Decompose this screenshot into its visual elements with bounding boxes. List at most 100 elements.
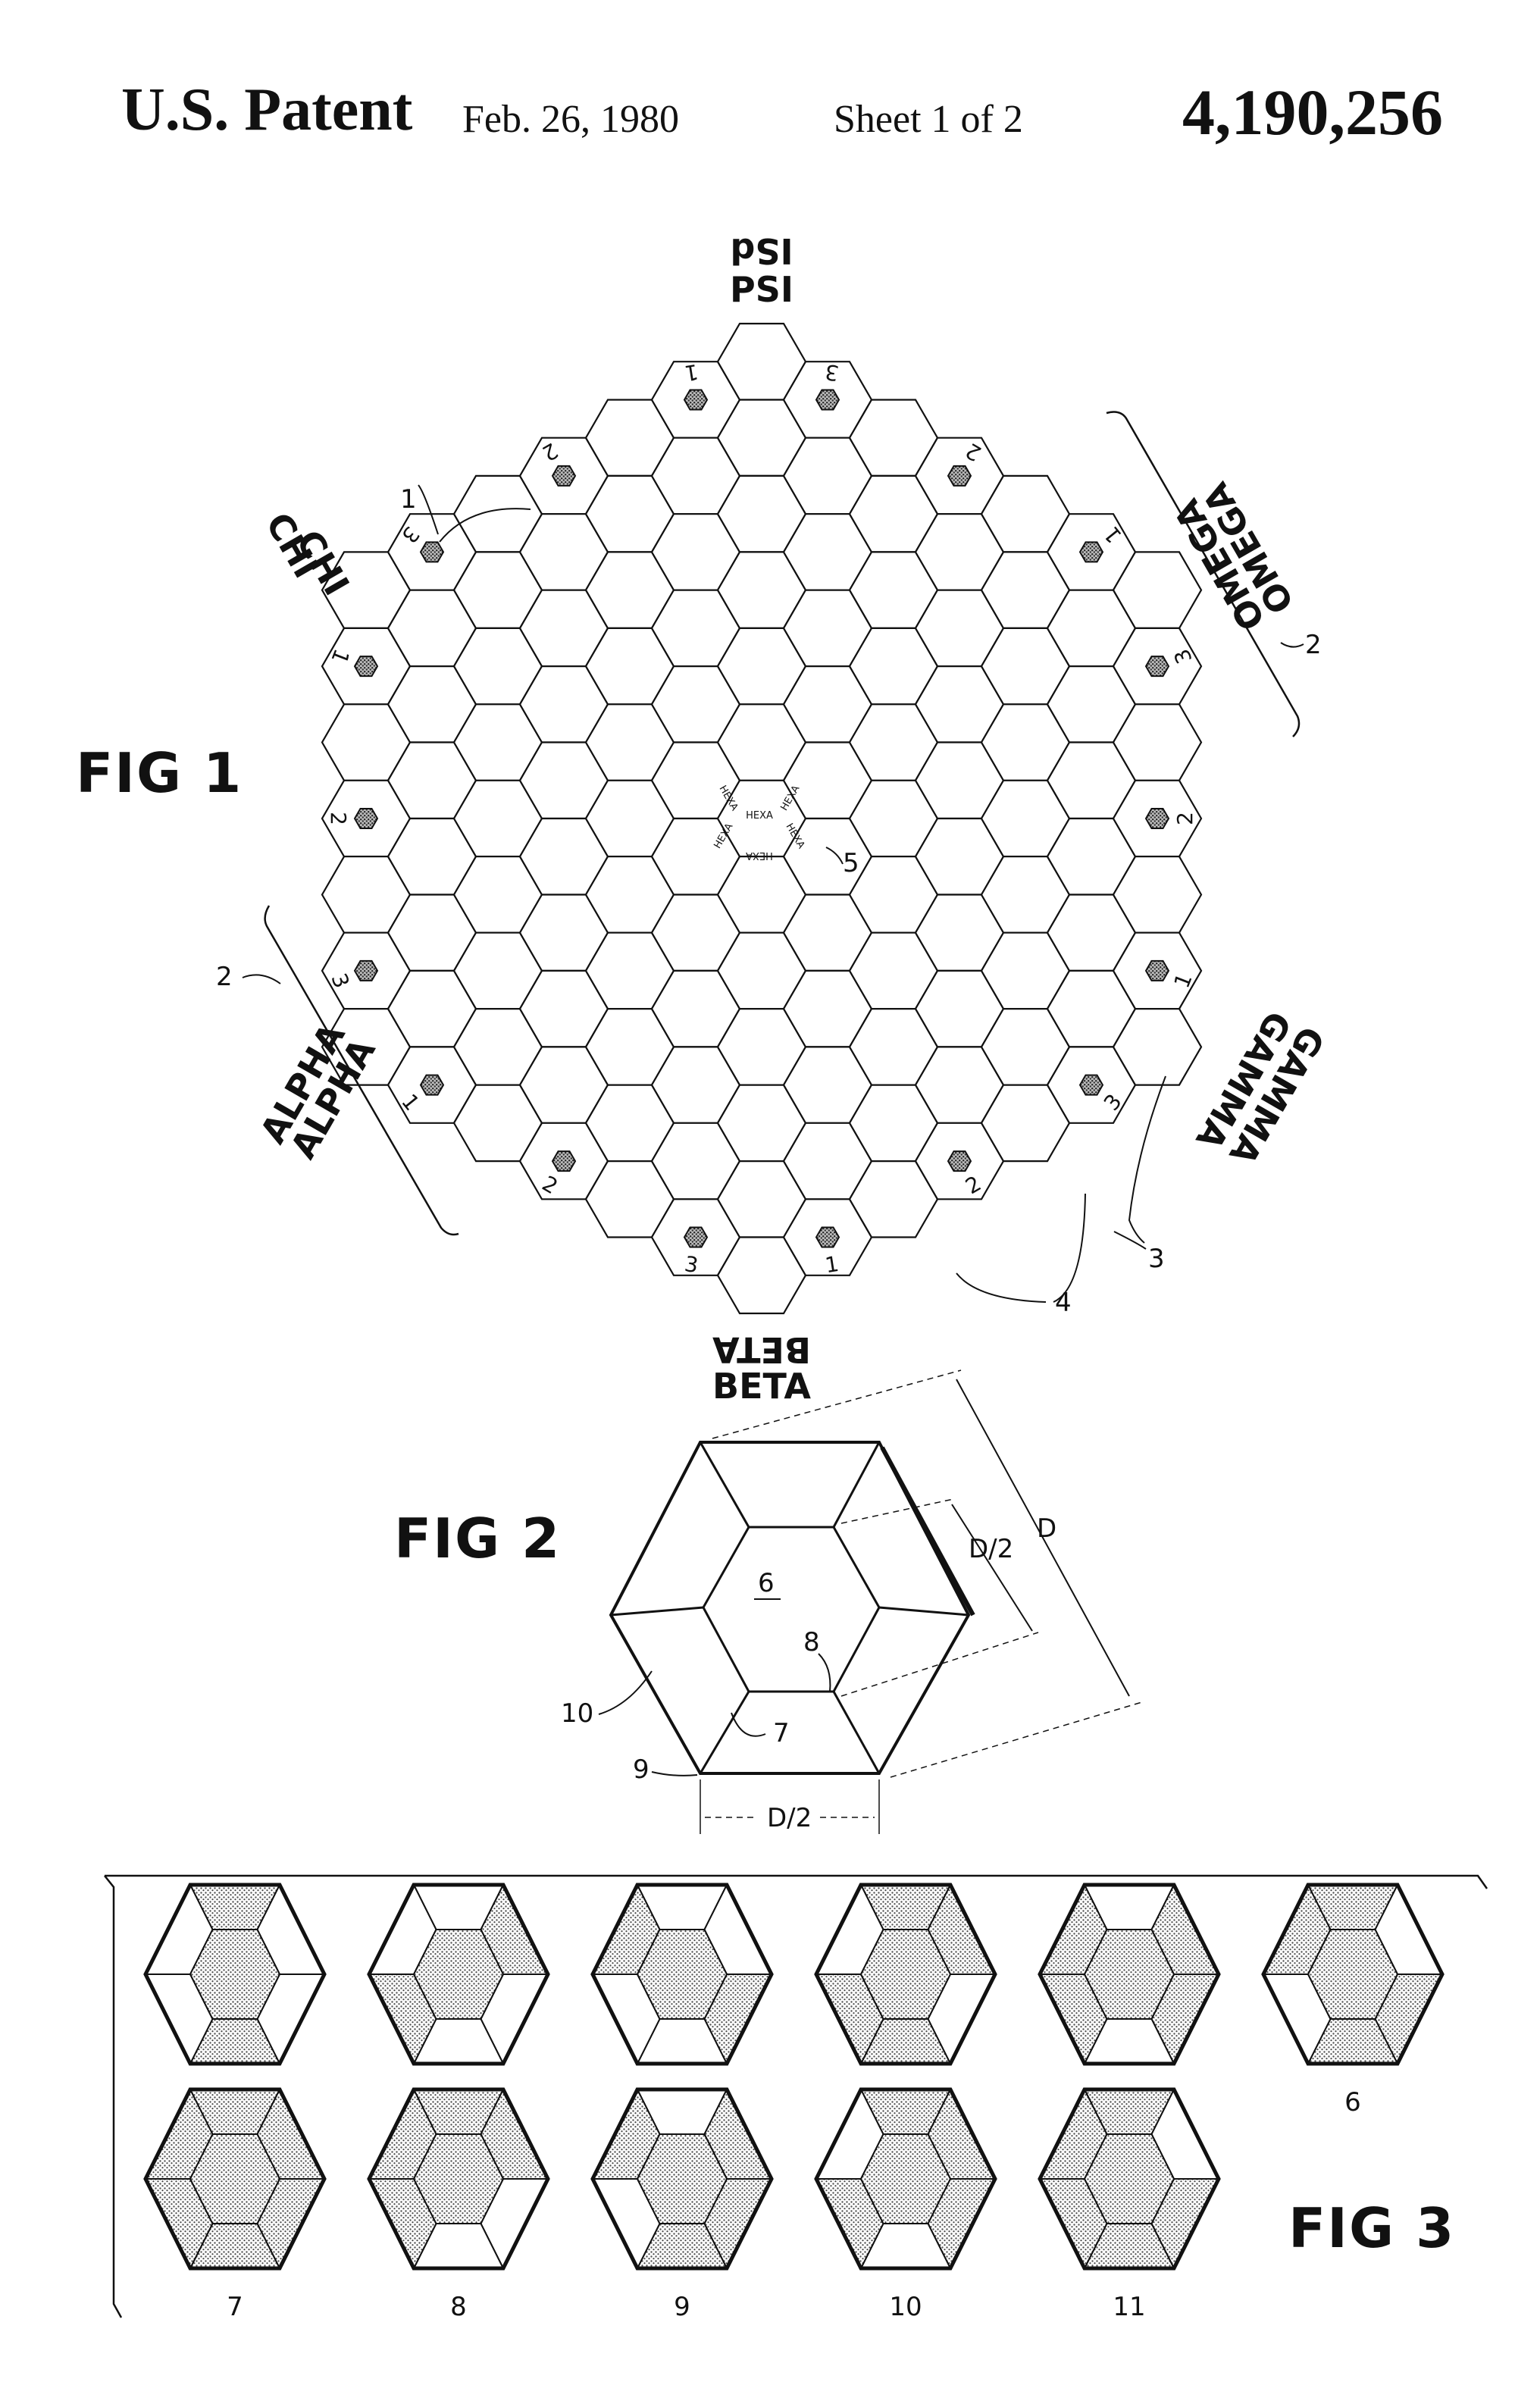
leader-1 xyxy=(439,508,531,543)
fig2-dim-D-ext-bottom xyxy=(890,1701,1145,1778)
fig2-ref-6: 6 xyxy=(758,1568,775,1598)
fig3-hex-grid: 1234567891011 xyxy=(143,1883,1445,2322)
marker-chip-gamma xyxy=(1144,808,1170,829)
ref-numeral-3: 3 xyxy=(1148,1244,1165,1274)
fig2-dim-D-line xyxy=(956,1379,1130,1697)
fig3-hexagon-outline xyxy=(1261,1883,1445,2066)
marker-chip-gamma xyxy=(1144,959,1170,981)
fig3-hexagon-outline xyxy=(143,2087,327,2271)
fig2-dim-half-ext-top xyxy=(840,1498,954,1524)
fig2-dim-D: D xyxy=(1037,1513,1056,1544)
side-label-psi: PSI xyxy=(730,269,793,310)
fig3-core xyxy=(412,2133,505,2224)
leader-5 xyxy=(825,847,844,865)
hexa-label-4: HEXA xyxy=(746,850,773,861)
leader-2-omega xyxy=(1280,642,1304,648)
marker-number-alpha: 3 xyxy=(683,1251,700,1278)
fig2-facet-line-5 xyxy=(699,1691,750,1774)
marker-chip-alpha xyxy=(683,1226,709,1248)
fig3-hexagon-outline xyxy=(814,1883,997,2066)
fig2-edge-thick xyxy=(880,1446,975,1617)
marker-chip-beta xyxy=(947,1150,972,1172)
fig2-facet-line-3 xyxy=(878,1606,969,1617)
fig2-dim-half: D/2 xyxy=(969,1534,1013,1564)
fig2-leader-7 xyxy=(731,1712,766,1737)
bracket-omega xyxy=(1106,411,1301,737)
fig2-dim-half-line xyxy=(951,1504,1033,1632)
sheet-number: Sheet 1 of 2 xyxy=(834,98,1023,141)
marker-chip-psi xyxy=(419,541,445,563)
fig3-hexagon-outline xyxy=(1038,1883,1221,2066)
fig3-core xyxy=(859,2133,952,2224)
marker-chip-chi xyxy=(353,808,379,829)
marker-chip-alpha xyxy=(551,1150,577,1172)
fig1-label: FIG 1 xyxy=(76,741,243,805)
marker-number-gamma: 2 xyxy=(1172,812,1197,825)
fig3-frame-left xyxy=(104,1875,123,2318)
fig3-hexagon-outline xyxy=(367,2087,550,2271)
fig3-item-number: 10 xyxy=(889,2292,922,2322)
marker-number-beta: 1 xyxy=(823,1251,840,1278)
fig3-item-number: 11 xyxy=(1113,2292,1145,2322)
leader-3a xyxy=(1128,1075,1166,1244)
leader-4a xyxy=(956,1272,1047,1303)
ref-numeral-4: 4 xyxy=(1055,1288,1072,1318)
fig3-hexagon-outline xyxy=(367,1883,550,2066)
fig3-hexagon-outline xyxy=(1038,2087,1221,2271)
fig3-core xyxy=(636,2133,728,2224)
fig3-item-number: 9 xyxy=(674,2292,690,2322)
board-cell xyxy=(1112,1007,1203,1086)
marker-number-omega: 3 xyxy=(823,359,840,386)
leader-2-alpha xyxy=(242,974,281,984)
fig3-hexagon-outline xyxy=(590,2087,774,2271)
fig2-label: FIG 2 xyxy=(394,1507,561,1570)
fig3-hexagon-outline xyxy=(590,1883,774,2066)
fig2-dim-bottom: D/2 xyxy=(767,1803,812,1833)
fig3-label: FIG 3 xyxy=(1288,2196,1455,2260)
fig3-core xyxy=(859,1929,952,2020)
fig2-facet-line-6 xyxy=(610,1606,704,1617)
fig2-cell-detail: 6 8 7 10 9 D D/2 D/2 xyxy=(561,1369,1145,1834)
fig3-core xyxy=(636,1929,728,2020)
side-label-beta: BETA xyxy=(712,1366,811,1407)
fig3-core xyxy=(1307,1929,1399,2020)
fig3-core xyxy=(1083,1929,1175,2020)
fig2-ref-7: 7 xyxy=(773,1718,790,1748)
marker-chip-chi xyxy=(353,959,379,981)
fig3-core xyxy=(412,1929,505,2020)
marker-chip-beta xyxy=(1078,1074,1104,1096)
fig3-core xyxy=(1083,2133,1175,2224)
marker-chip-omega xyxy=(815,389,840,411)
ref-numeral-1: 1 xyxy=(400,484,417,515)
fig2-ref-10: 10 xyxy=(561,1698,593,1729)
marker-number-psi: 1 xyxy=(683,359,700,386)
bracket-alpha xyxy=(264,905,459,1236)
ref-numeral-2-omega: 2 xyxy=(1305,630,1322,660)
marker-chip-beta xyxy=(815,1226,840,1248)
marker-chip-psi xyxy=(683,389,709,411)
fig3-core xyxy=(189,2133,281,2224)
fig2-dim-half-ext-bottom xyxy=(840,1632,1039,1697)
board-cells xyxy=(321,322,1203,1315)
leader-4b xyxy=(1053,1193,1086,1303)
fig2-ref-8: 8 xyxy=(803,1627,820,1657)
marker-chip-omega xyxy=(947,465,972,487)
hexa-label-1: HEXA xyxy=(746,810,773,822)
fig3-variations: 1234567891011 xyxy=(104,1874,1488,2322)
marker-chip-omega xyxy=(1078,541,1104,563)
fig2-ref-9: 9 xyxy=(633,1754,649,1785)
patent-title: U.S. Patent xyxy=(121,77,413,143)
marker-number-chi: 2 xyxy=(326,812,351,825)
fig2-facet-line-2 xyxy=(832,1441,881,1528)
marker-chip-psi xyxy=(551,465,577,487)
leader-3b xyxy=(1113,1231,1147,1250)
fig2-leader-9 xyxy=(651,1771,698,1776)
leader-1b xyxy=(418,484,439,535)
fig2-facet-line-1 xyxy=(699,1441,750,1528)
fig2-leader-8 xyxy=(818,1653,831,1692)
marker-chip-chi xyxy=(353,656,379,678)
fig3-frame-top xyxy=(105,1874,1488,1889)
patent-date: Feb. 26, 1980 xyxy=(462,98,679,141)
marker-chip-alpha xyxy=(419,1074,445,1096)
